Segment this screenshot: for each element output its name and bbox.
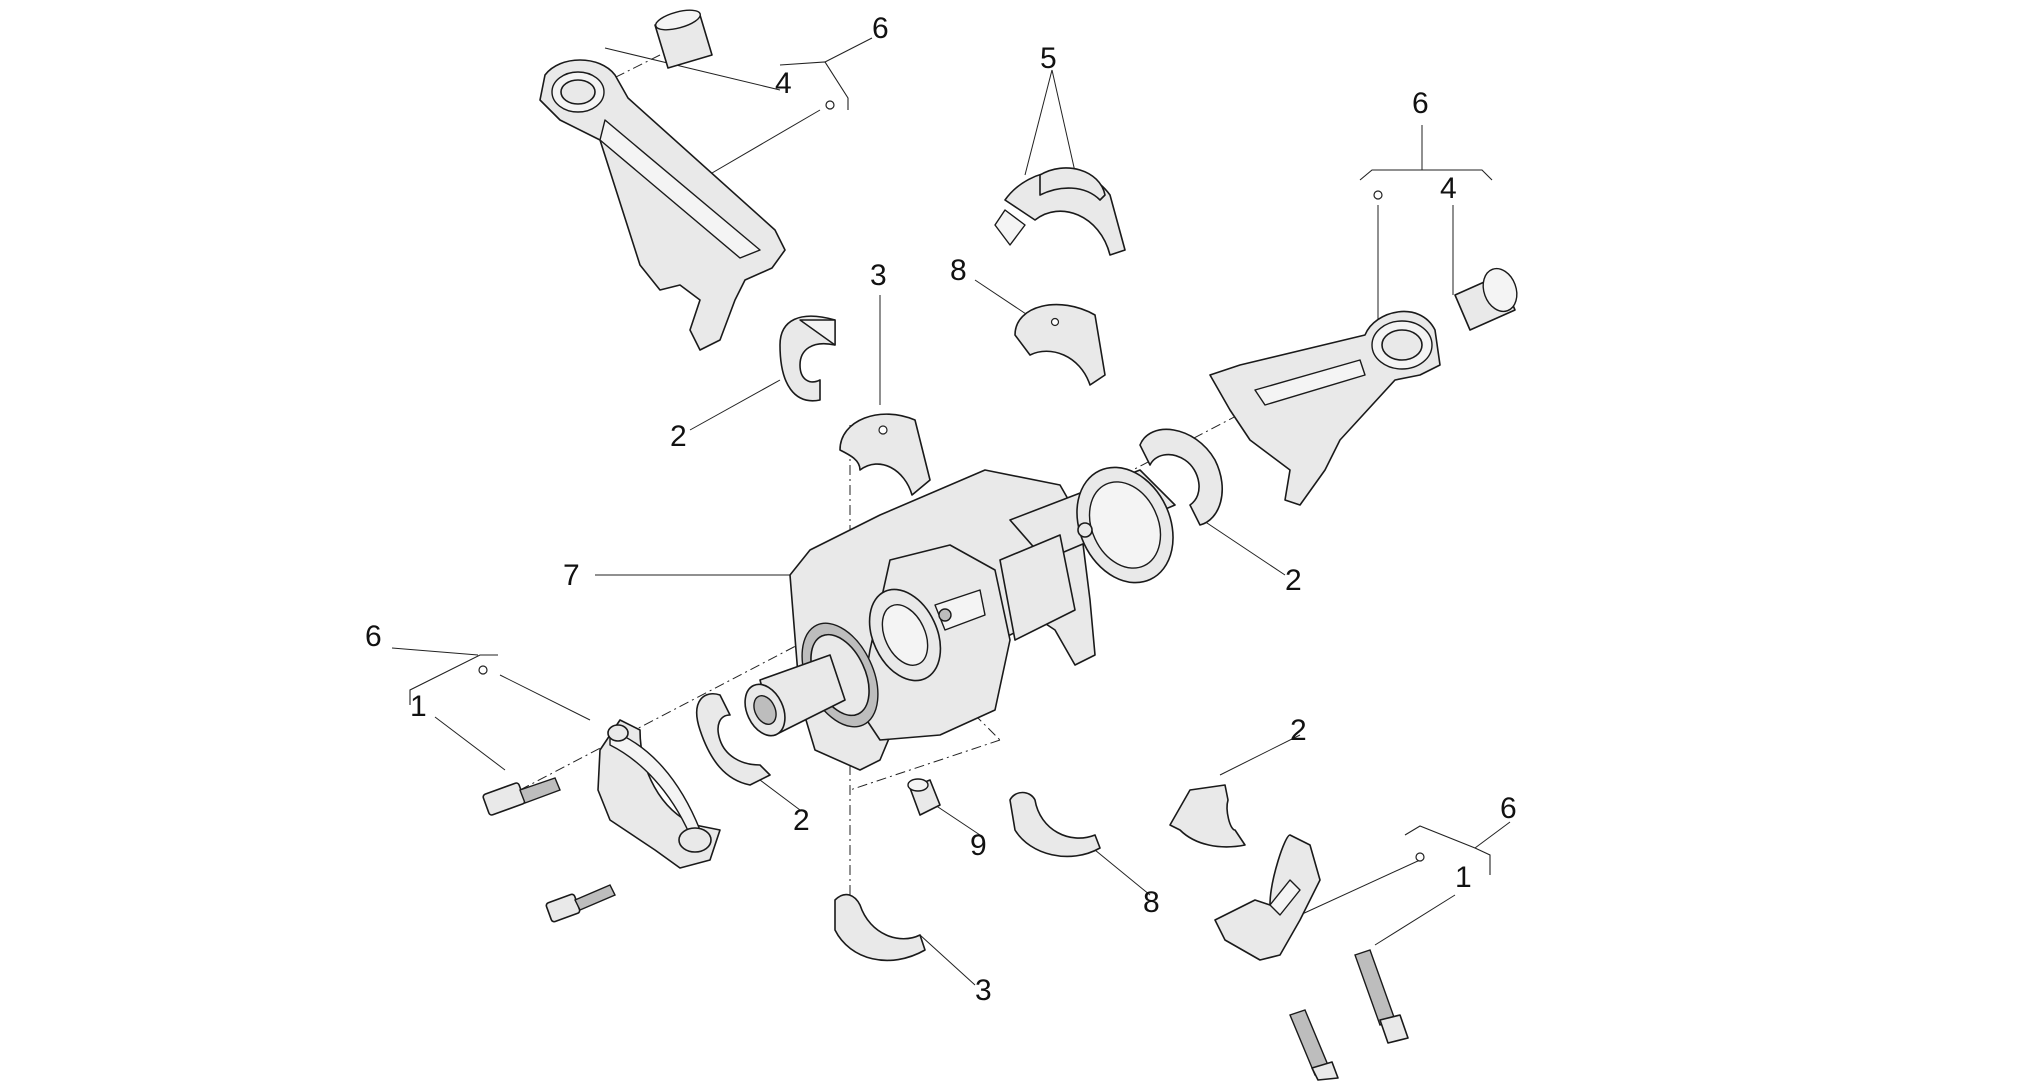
reference-dot-right	[1373, 190, 1383, 200]
callout-3-bottom: 3	[975, 974, 992, 1007]
bolt-lower-right-a	[1354, 949, 1409, 1044]
callout-labels: 6 4 5 6 4 3 8 2 2 7 6 1 2 2 6 9 1 8 3	[365, 12, 1517, 1007]
callout-4-upper-left: 4	[775, 67, 792, 100]
bearing-shell-right	[1139, 428, 1223, 526]
callout-7: 7	[563, 559, 580, 592]
small-end-bushing-right	[1454, 267, 1518, 331]
callout-6-upper-left: 6	[872, 12, 889, 45]
connecting-rod-upper-left	[539, 59, 786, 351]
callout-6-lower-right: 6	[1500, 792, 1517, 825]
bearing-shell-upper-left	[779, 315, 836, 402]
small-end-bushing-upper	[654, 9, 713, 69]
callout-6-upper-right: 6	[1412, 87, 1429, 120]
callout-2-right: 2	[1285, 564, 1302, 597]
callout-8-upper: 8	[950, 254, 967, 287]
crankshaft	[744, 466, 1176, 771]
main-bearing-upper-8	[1014, 303, 1106, 386]
callout-3-top: 3	[870, 259, 887, 292]
callout-1-left: 1	[410, 690, 427, 723]
dowel-pin	[907, 778, 941, 816]
bolt-lower-left	[545, 884, 616, 923]
reference-dot-left	[478, 665, 488, 675]
main-bearing-top	[839, 413, 931, 496]
callout-4-upper-right: 4	[1440, 172, 1457, 205]
callout-8-lower: 8	[1143, 886, 1160, 919]
connecting-rod-right	[1209, 310, 1441, 506]
callout-2-lower-left: 2	[793, 804, 810, 837]
rod-cap-lower-right	[1214, 834, 1321, 961]
bearing-cap-lower-left	[597, 719, 721, 869]
reference-dot-lower-right	[1415, 852, 1425, 862]
callout-9: 9	[970, 829, 987, 862]
callout-5: 5	[1040, 42, 1057, 75]
callout-2-lower-right: 2	[1290, 714, 1307, 747]
callout-6-left: 6	[365, 620, 382, 653]
bolt-upper-left	[482, 777, 561, 816]
callout-2-upper-left: 2	[670, 420, 687, 453]
reference-dot	[825, 100, 835, 110]
main-bearing-lower-3	[834, 893, 926, 962]
bearing-shell-lower-right	[1169, 784, 1246, 848]
callout-1-right: 1	[1455, 861, 1472, 894]
main-bearing-lower-8	[1009, 791, 1101, 858]
bolt-lower-right-b	[1289, 1009, 1339, 1081]
bearing-shell-lower-left	[695, 693, 771, 786]
thrust-washers	[994, 167, 1126, 256]
